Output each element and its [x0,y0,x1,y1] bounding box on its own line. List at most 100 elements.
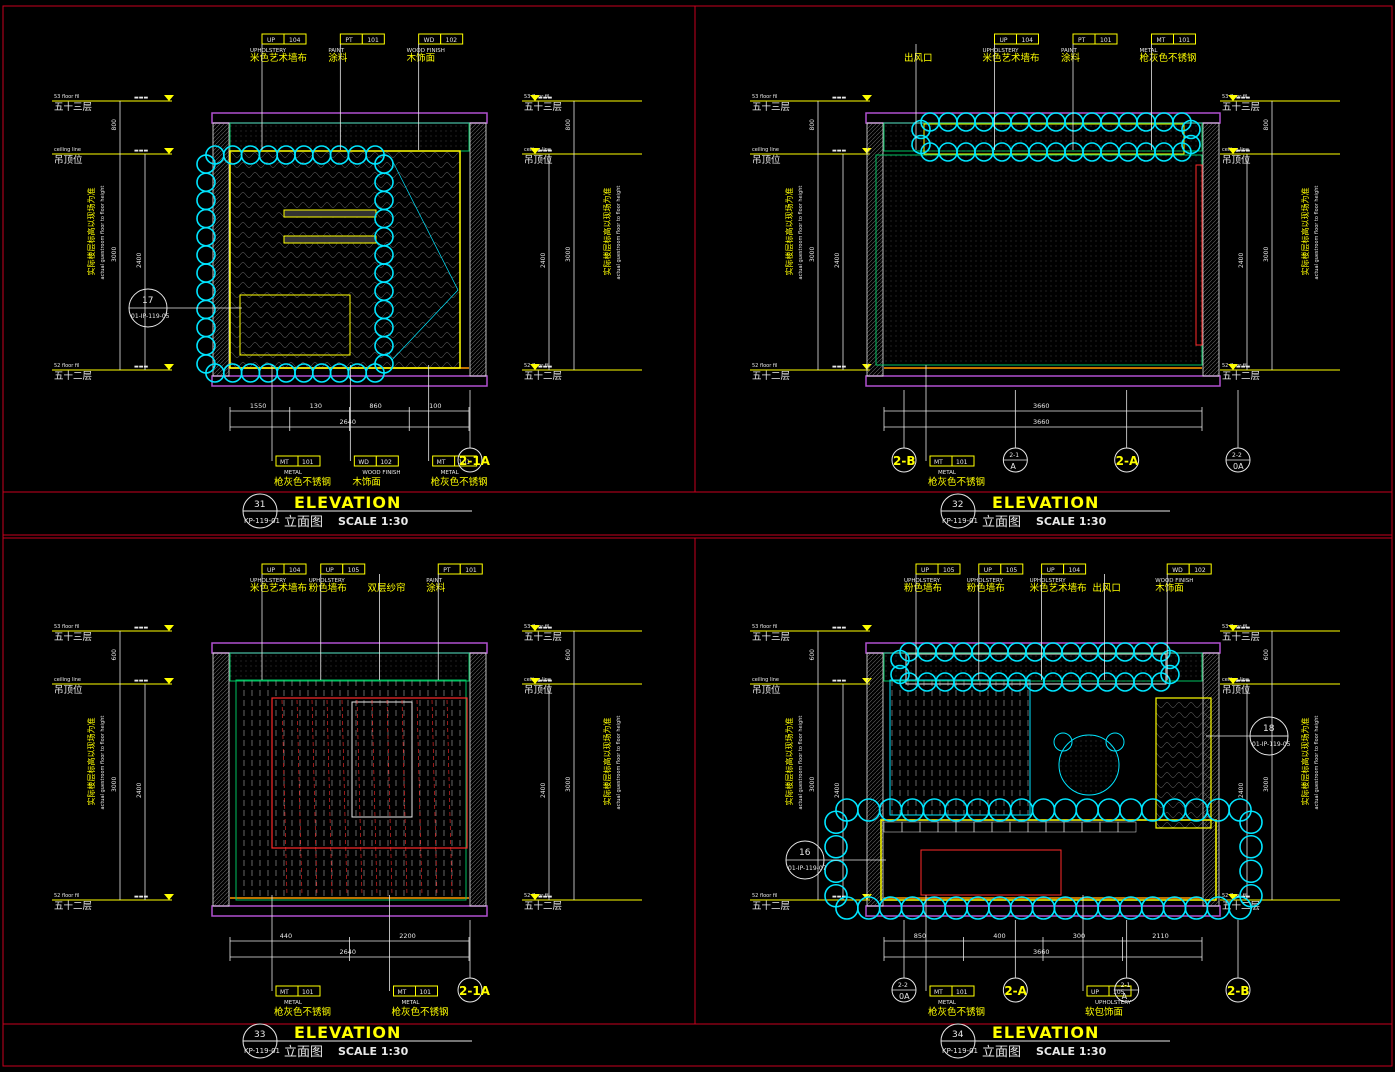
marker-sub: A [1010,462,1016,471]
dim-text: 3000 [809,247,816,262]
level-mark-bar: ▬▬▬ [538,95,552,101]
tag-num-box [440,33,464,45]
curtain-fold [371,699,378,896]
tag-num-box [283,33,307,45]
tag-num: 101 [956,459,968,466]
dim-text: 800 [565,119,572,131]
cloud-arc [890,664,910,685]
level-mark-bar: ▬▬▬ [134,894,148,900]
level-marker [1228,625,1238,631]
curtain-fold [326,699,333,896]
ceiling-vent [923,123,1185,155]
panel-cell [973,821,993,833]
wall-curtain-zone [235,679,467,901]
shelf [283,209,377,218]
level-name: 五十二层 [524,370,562,382]
level-marker [164,148,174,154]
level-name: 吊顶位 [752,154,781,166]
level-marker [1228,364,1238,370]
tag-num: 102 [380,459,392,466]
panel-cell [883,821,903,833]
level-code: 52 floor fil [752,363,777,369]
tag-num-box [361,33,385,45]
tag-name: 涂料 [1061,52,1081,64]
tag-code: MT [398,989,407,996]
curtain-fold [386,699,393,896]
cloud-arc [196,299,216,320]
cloud-arc [890,649,910,670]
tag-name: 木饰面 [1155,582,1184,594]
tag-type: WOOD FINISH [407,48,445,54]
panel-cell [1099,821,1119,833]
level-marker [530,625,540,631]
tag-name: 粉色墙布 [309,582,347,594]
window [351,701,413,818]
level-name: 吊顶位 [752,684,781,696]
vertical-note-en: actual guestroom floor to floor height [100,716,106,810]
cloud-arc [1053,798,1078,822]
curtain-frame [271,697,468,849]
level-marker [164,95,174,101]
tag-num-box [342,563,366,575]
panel-cell [1117,821,1137,833]
revision-cloud [824,798,1263,920]
tag-type: UPHOLSTERY [309,578,346,584]
tag-num: 101 [465,567,477,574]
level-name: 五十二层 [524,900,562,912]
panel-subtitle: 立面图 [284,1045,323,1060]
tag-num: 101 [420,989,432,996]
tag-num-box [1000,563,1024,575]
tag-type: PAINT [328,48,344,54]
vertical-note-en: actual guestroom floor to floor height [100,186,106,280]
tag-num: 105 [348,567,360,574]
side-trim [1195,164,1203,346]
curtain-fold [296,699,303,896]
tag-num: 104 [289,37,301,44]
tag-code: PT [443,567,451,574]
tag-type: METAL [402,1000,421,1006]
cloud-arc [196,245,216,265]
level-mark-bar: ▬▬▬ [832,364,846,370]
panel-cell [901,821,921,833]
tag-code: MT [1157,37,1166,44]
panel-scale: SCALE 1:30 [1036,515,1107,528]
wood-niche [1155,697,1212,829]
panel-title: ELEVATION [294,493,401,512]
tag-name: 枪灰色不锈钢 [928,476,985,488]
tag-code: UP [921,567,929,574]
marker-label: 2-1 [1009,452,1019,459]
level-name: 五十三层 [752,101,790,113]
dim-text: 2400 [834,783,841,798]
cloud-arc [1075,798,1099,822]
vertical-note-en: actual guestroom floor to floor height [1314,716,1320,810]
vertical-note-en: actual guestroom floor to floor height [616,186,622,280]
desk [239,294,351,356]
level-name: 五十三层 [54,101,92,113]
tag-name: 木饰面 [407,52,436,64]
vertical-note-cn: 实际楼层标高以现场为准 [784,188,794,276]
dim-text: 3000 [111,777,118,792]
level-marker [1228,678,1238,684]
dim-text: 3660 [1033,402,1050,410]
tag-code: UP [1000,37,1008,44]
dim-text: 3000 [1263,777,1270,792]
tag-num-box [1173,33,1196,45]
tag-code: UP [326,567,334,574]
callout-ref: 01-IP-119-07 [788,865,827,872]
level-name: 五十二层 [54,900,92,912]
bear-ear [1053,732,1073,752]
marker-sub: 0A [1233,462,1244,471]
level-code: 53 floor fil [752,624,777,630]
level-name: 吊顶位 [54,684,83,696]
level-marker [530,95,540,101]
